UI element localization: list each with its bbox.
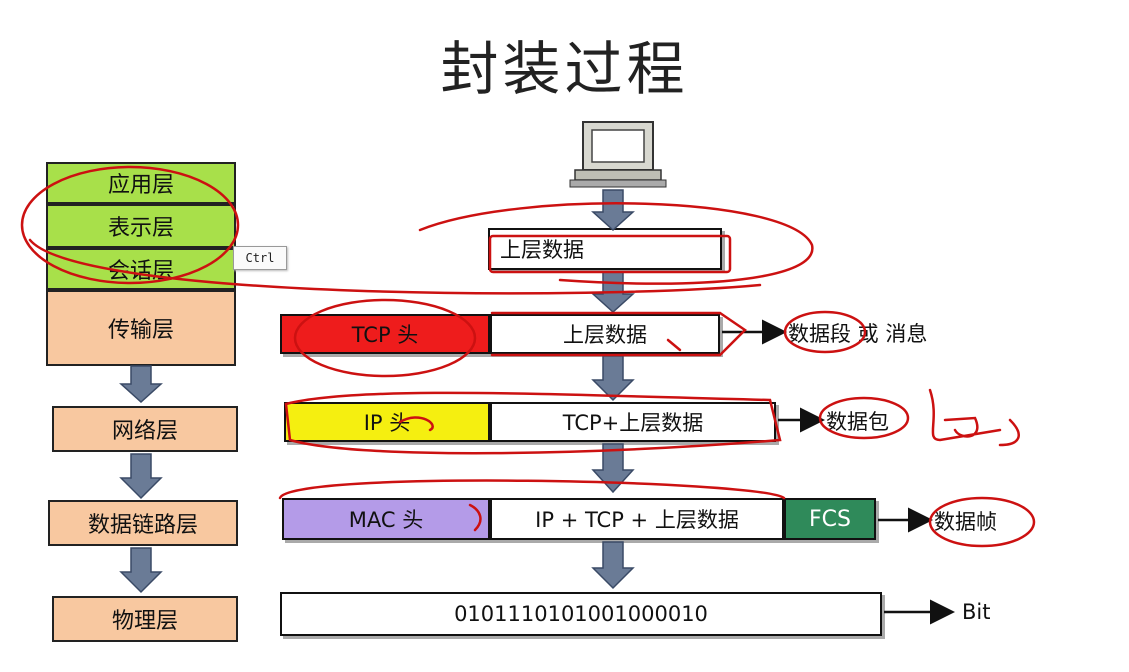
- down-arrow-icon: [591, 189, 635, 232]
- down-arrow-icon: [119, 453, 163, 500]
- tcp-header: TCP 头: [280, 314, 490, 354]
- layer-network: 网络层: [52, 406, 238, 452]
- segment-label: 数据段 或 消息: [788, 322, 928, 346]
- bit-label: Bit: [962, 600, 991, 624]
- mac-header: MAC 头: [282, 498, 490, 540]
- fcs-trailer: FCS: [784, 498, 876, 540]
- datalink-data: IP + TCP + 上层数据: [490, 498, 784, 540]
- layer-physical: 物理层: [52, 596, 238, 642]
- down-arrow-icon: [591, 443, 635, 494]
- layer-presentation: 表示层: [46, 204, 236, 248]
- layer-datalink: 数据链路层: [48, 500, 238, 546]
- frame-label: 数据帧: [934, 510, 997, 534]
- ip-header: IP 头: [284, 402, 490, 442]
- down-arrow-icon: [119, 547, 163, 594]
- packet-label: 数据包: [826, 410, 889, 434]
- page-title: 封装过程: [440, 35, 689, 103]
- network-data: TCP+上层数据: [490, 402, 776, 442]
- annotation-marks: [20, 165, 1036, 548]
- computer-icon: [569, 121, 667, 188]
- layer-transport: 传输层: [46, 290, 236, 366]
- down-arrow-icon: [119, 365, 163, 404]
- down-arrow-icon: [591, 541, 635, 590]
- ctrl-tooltip: Ctrl: [233, 246, 287, 270]
- transport-data: 上层数据: [490, 314, 720, 354]
- down-arrow-icon: [591, 355, 635, 402]
- layer-session: 会话层: [46, 248, 236, 290]
- physical-bits: 0101110101001000010: [280, 592, 882, 636]
